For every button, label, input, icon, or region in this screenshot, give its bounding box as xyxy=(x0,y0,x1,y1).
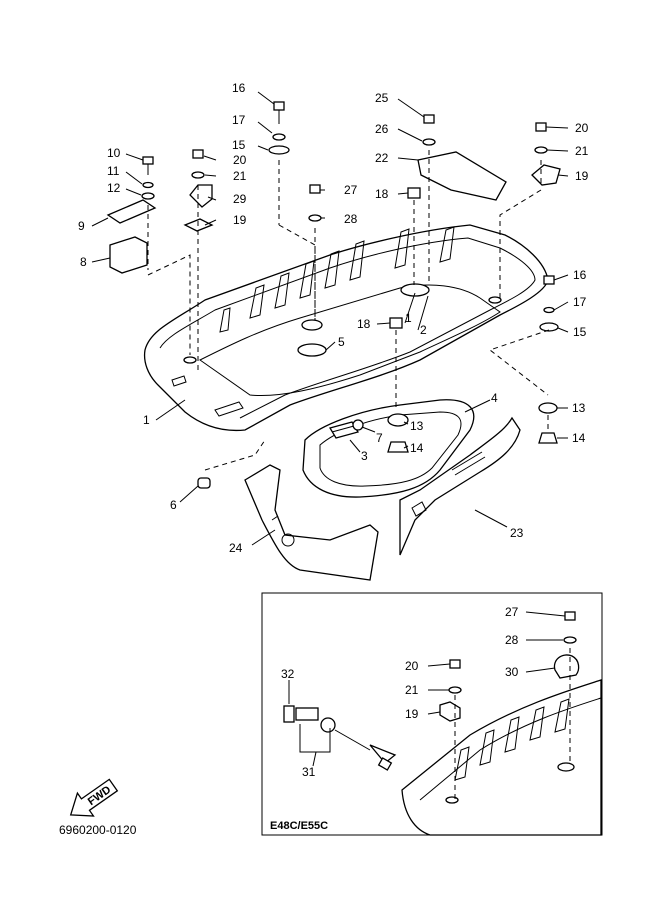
callout-20: 20 xyxy=(233,153,247,167)
inset-washer-28 xyxy=(563,636,577,644)
washer-15-top xyxy=(268,145,290,155)
callout-15: 15 xyxy=(232,138,246,152)
bolt-16-right xyxy=(543,275,555,285)
callout-labels: 16 17 15 10 11 12 9 8 20 21 29 19 27 28 … xyxy=(78,81,589,555)
washer-17-top xyxy=(272,133,286,141)
plug-6 xyxy=(197,477,211,489)
callout-7: 7 xyxy=(376,431,383,445)
washer-28 xyxy=(308,214,322,222)
callout-20: 20 xyxy=(575,121,589,135)
callout-14: 14 xyxy=(572,431,586,445)
bolt-20-left xyxy=(192,149,204,159)
washer-11 xyxy=(142,181,154,189)
bolt-20-right xyxy=(535,122,547,132)
callout-16: 16 xyxy=(573,268,587,282)
callout-18: 18 xyxy=(357,317,371,331)
side-cover-right xyxy=(399,416,521,556)
fwd-arrow-icon: FWD xyxy=(69,778,119,817)
inset-callout-20: 20 xyxy=(405,659,419,673)
bolt-27 xyxy=(309,184,321,194)
callout-25: 25 xyxy=(375,91,389,105)
bottom-cowling xyxy=(143,224,549,432)
inset-clamp-30 xyxy=(553,654,580,679)
callout-22: 22 xyxy=(375,151,389,165)
bracket-9 xyxy=(106,199,157,224)
callout-6: 6 xyxy=(170,498,177,512)
callout-11: 11 xyxy=(107,164,120,178)
grommet-5 xyxy=(297,343,327,357)
callout-12: 12 xyxy=(107,181,121,195)
inset-switch-31 xyxy=(283,705,397,771)
inset-callout-21: 21 xyxy=(405,683,419,697)
callout-27: 27 xyxy=(344,183,358,197)
callout-18: 18 xyxy=(375,187,389,201)
bolt-10 xyxy=(142,156,154,175)
clip-29 xyxy=(189,184,213,208)
grommet-13-center xyxy=(387,413,409,427)
callout-26: 26 xyxy=(375,122,389,136)
inset-bolt-20 xyxy=(449,659,461,669)
callout-1: 1 xyxy=(143,413,150,427)
washer-21-right xyxy=(534,146,548,154)
inset-washer-21 xyxy=(448,686,462,694)
callout-23: 23 xyxy=(510,526,524,540)
callout-16: 16 xyxy=(232,81,246,95)
callout-10: 10 xyxy=(107,146,121,160)
callout-2: 2 xyxy=(420,323,427,337)
clip-19-right xyxy=(531,164,561,186)
inset-callout-30: 30 xyxy=(505,665,519,679)
bolt-16-top xyxy=(273,101,285,124)
washer-21-left xyxy=(191,171,205,179)
plug-7 xyxy=(352,419,364,431)
callout-5: 5 xyxy=(338,335,345,349)
callout-15: 15 xyxy=(573,325,587,339)
inset-callout-19: 19 xyxy=(405,707,419,721)
leader-lines xyxy=(91,91,569,546)
bolt-18-lower xyxy=(389,317,403,329)
rubber-block-8 xyxy=(109,236,148,274)
callout-21: 21 xyxy=(233,169,247,183)
inset-callout-28: 28 xyxy=(505,633,519,647)
washer-26 xyxy=(422,138,436,146)
inset-callout-27: 27 xyxy=(505,605,519,619)
callout-17: 17 xyxy=(573,295,587,309)
inset-model-label: E48C/E55C xyxy=(270,820,328,832)
inset-callout-32: 32 xyxy=(281,667,295,681)
bolt-25 xyxy=(423,114,435,124)
washer-15-right xyxy=(539,322,559,332)
callout-21: 21 xyxy=(575,144,589,158)
callout-28: 28 xyxy=(344,212,358,226)
callout-4: 4 xyxy=(491,391,498,405)
inset-bolt-27 xyxy=(564,611,576,621)
callout-24: 24 xyxy=(229,541,243,555)
inset-panel: 27 28 30 20 21 19 32 31 E48C/E55C xyxy=(261,592,603,836)
inset-callout-31: 31 xyxy=(302,765,316,779)
rubber-seal xyxy=(302,399,475,498)
side-cover-left xyxy=(244,464,379,581)
plate-22 xyxy=(417,151,507,201)
callout-8: 8 xyxy=(80,255,87,269)
bolt-18-top xyxy=(407,187,421,199)
callout-19: 19 xyxy=(575,169,589,183)
callout-14: 14 xyxy=(410,441,424,455)
callout-17: 17 xyxy=(232,113,246,127)
grommet-13-right xyxy=(538,402,558,414)
callout-1: 1 xyxy=(405,311,412,325)
inset-clip-19 xyxy=(439,701,461,722)
callout-13: 13 xyxy=(572,401,586,415)
figure-code: 6960200-0120 xyxy=(59,823,137,837)
callout-29: 29 xyxy=(233,192,247,206)
washer-17-right xyxy=(543,306,555,314)
callout-13: 13 xyxy=(410,419,424,433)
callout-3: 3 xyxy=(361,449,368,463)
assembly-lines xyxy=(147,150,550,471)
callout-19: 19 xyxy=(233,213,247,227)
collar-14-center xyxy=(387,441,409,453)
callout-9: 9 xyxy=(78,219,85,233)
washer-12 xyxy=(141,192,155,200)
collar-14-right xyxy=(538,432,558,444)
